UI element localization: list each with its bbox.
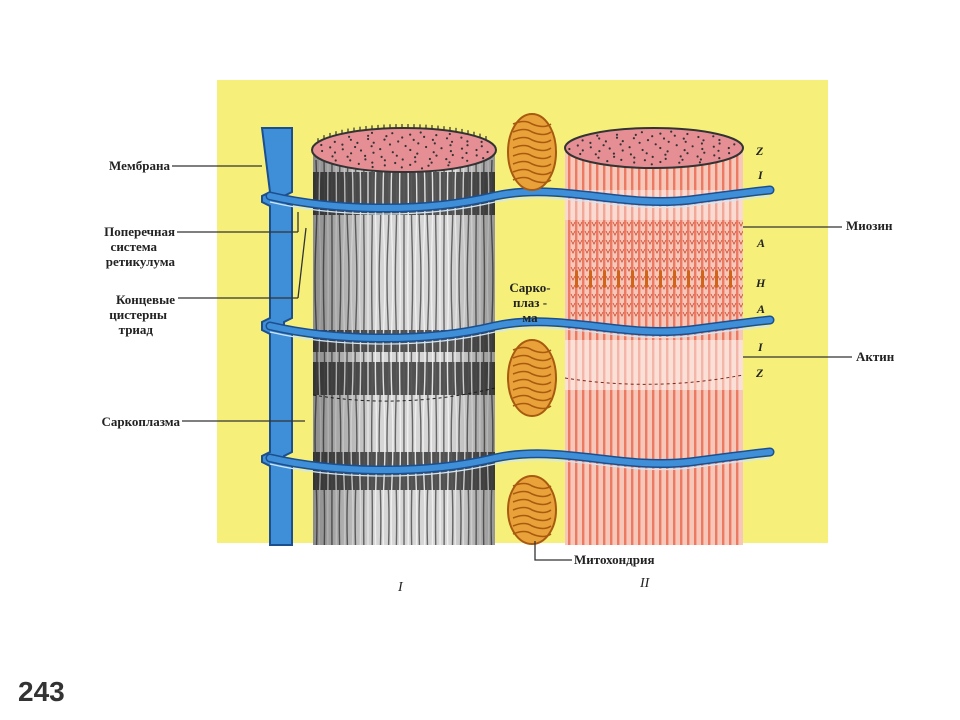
- label-terminal-cisternae: Концевые цистерны триад: [40, 292, 175, 337]
- label-membrane: Мембрана: [109, 158, 170, 173]
- label-sarcoplasm-middle: Сарко- плаз - ма: [494, 280, 566, 325]
- label-cisternae-line3: триад: [118, 322, 153, 337]
- label-transverse-line2: система: [110, 239, 157, 254]
- label-transverse-system: Поперечная система ретикулума: [40, 224, 175, 269]
- leader-lines: [172, 165, 852, 561]
- label-actin: Актин: [856, 349, 895, 364]
- label-mitochondrion: Митохондрия: [574, 552, 655, 567]
- band-a-top: A: [757, 236, 766, 250]
- band-h: H: [756, 276, 766, 290]
- label-sarco-line3: ма: [522, 310, 538, 325]
- band-i-bottom: I: [758, 340, 763, 354]
- label-sarcoplasm-left: Саркоплазма: [101, 414, 180, 429]
- myofibril-right: [565, 148, 743, 545]
- band-z-top: Z: [756, 144, 764, 158]
- label-cisternae-line1: Концевые: [116, 292, 175, 307]
- figure-label-two: II: [640, 576, 650, 591]
- myofibril-right-top: [564, 127, 744, 169]
- label-cisternae-line2: цистерны: [109, 307, 167, 322]
- mitochondria: [507, 113, 557, 545]
- reticulum-tubules: [265, 185, 775, 477]
- page-number: 243: [18, 676, 65, 707]
- label-sarco-line1: Сарко-: [509, 280, 551, 295]
- myofibril-left-top: [311, 127, 497, 173]
- band-z-bottom: Z: [756, 366, 764, 380]
- label-transverse-line1: Поперечная: [104, 224, 175, 239]
- label-myosin: Миозин: [846, 218, 893, 233]
- label-transverse-line3: ретикулума: [105, 254, 175, 269]
- myofibril-left: [313, 150, 495, 545]
- label-sarco-line2: плаз -: [512, 295, 548, 310]
- figure-label-one: I: [398, 580, 403, 595]
- band-i-top: I: [758, 168, 763, 182]
- band-a-bottom: A: [757, 302, 766, 316]
